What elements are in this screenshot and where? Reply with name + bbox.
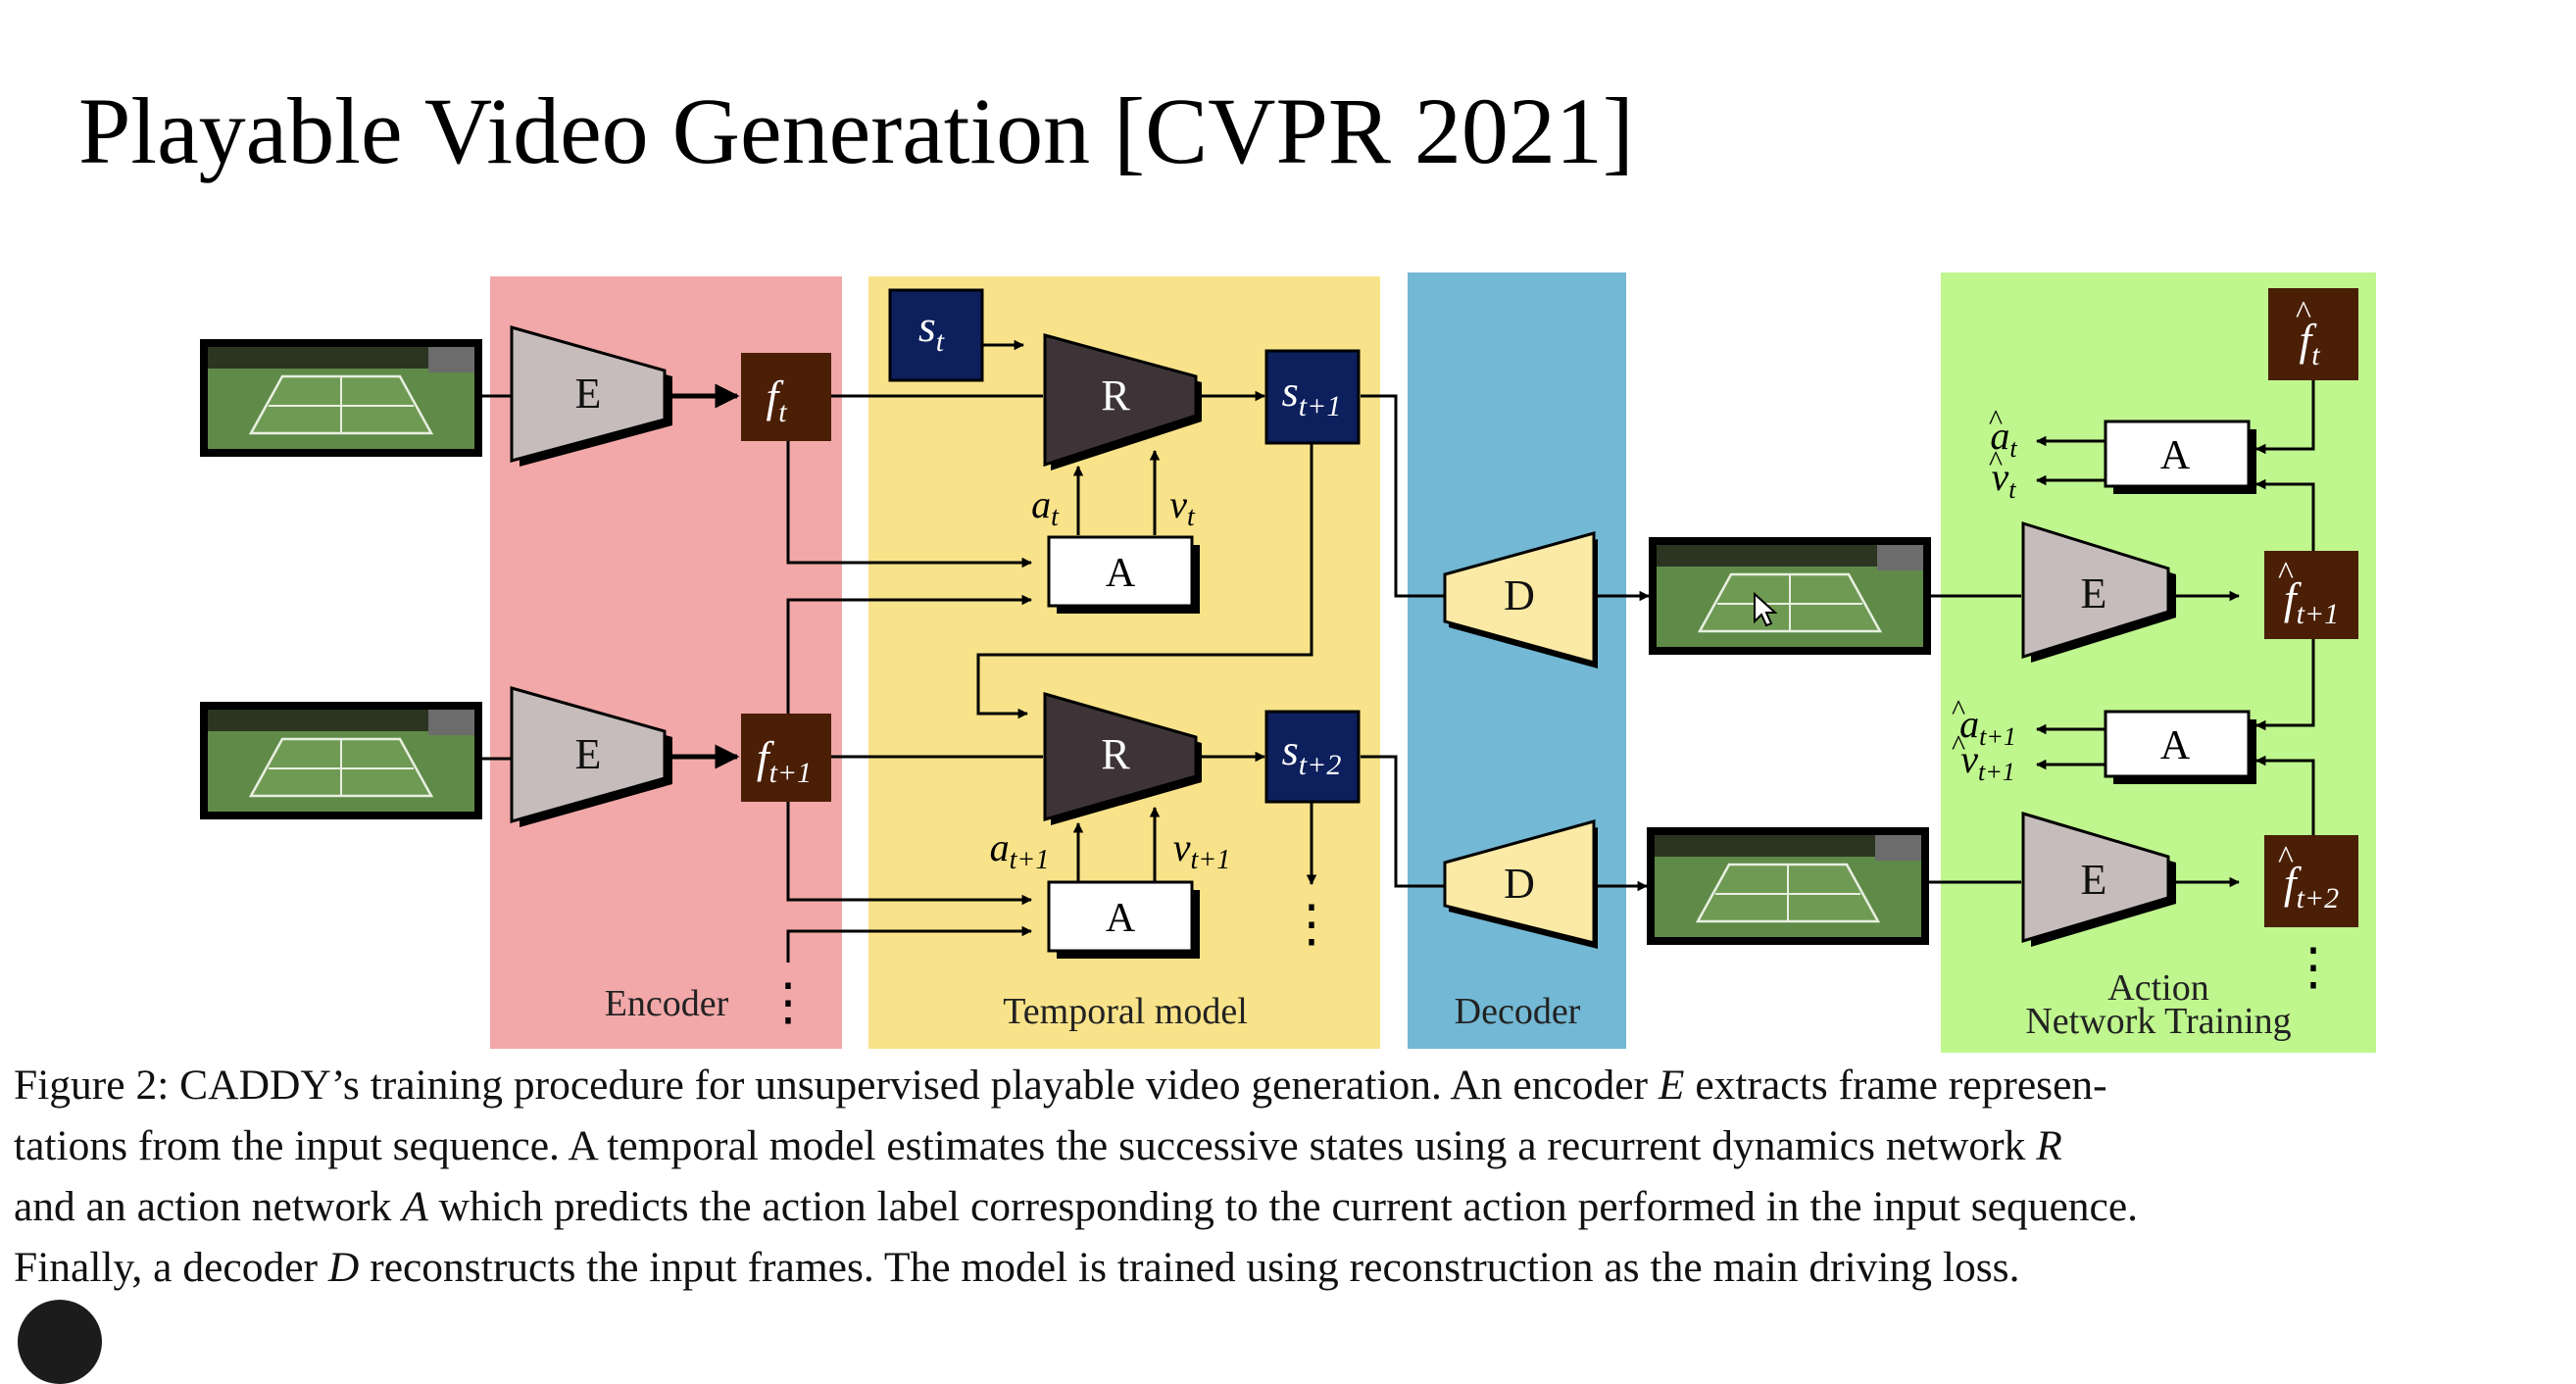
action-label-line2: Network Training	[2025, 1001, 2291, 1042]
svg-text:^: ^	[2278, 840, 2294, 876]
action-training-region	[1941, 272, 2376, 1053]
action-module-1: A	[1047, 535, 1200, 614]
feature-f-t1: ft+1	[741, 714, 831, 802]
figure-caption: Figure 2: CADDY’s training procedure for…	[14, 1055, 2562, 1298]
feature-f-hat-t: ^ ft	[2268, 288, 2358, 380]
feature-f-t: ft	[741, 353, 831, 441]
svg-text:vt+1: vt+1	[1960, 737, 2015, 786]
label-v-hat-t: ^ vt	[1989, 445, 2016, 504]
state-s-t: st	[888, 288, 984, 382]
corner-control-button[interactable]	[18, 1300, 102, 1384]
svg-text:E: E	[575, 730, 602, 778]
svg-text:^: ^	[2278, 556, 2294, 592]
svg-text:at: at	[1990, 414, 2017, 463]
state-s-t1: st+1	[1264, 349, 1361, 445]
action-module-2: A	[1047, 880, 1200, 959]
svg-text:E: E	[2081, 569, 2107, 618]
decoder-label: Decoder	[1455, 991, 1581, 1032]
action-label-line1: Action	[2107, 967, 2208, 1009]
slide-title: Playable Video Generation [CVPR 2021]	[78, 78, 1634, 183]
feature-f-hat-t2: ^ ft+2	[2264, 835, 2358, 927]
svg-text:E: E	[2081, 856, 2107, 904]
svg-text:D: D	[1504, 571, 1535, 619]
label-a-t: at	[1031, 482, 1060, 532]
label-a-t1: at+1	[990, 825, 1050, 875]
svg-text:^: ^	[1989, 404, 2003, 436]
svg-text:st+1: st+1	[1282, 368, 1342, 422]
svg-text:D: D	[1504, 860, 1535, 908]
svg-text:^: ^	[1989, 445, 2003, 477]
svg-text:A: A	[1106, 896, 1136, 941]
reconstructed-frame-t	[1653, 541, 1927, 651]
mouse-pointer-icon	[1754, 592, 1778, 627]
caddy-training-diagram: Encoder Temporal model Decoder Action Ne…	[0, 272, 2376, 1053]
recurrent-module-2: R	[1043, 692, 1202, 825]
caption-line-2: tations from the input sequence. A tempo…	[14, 1122, 2062, 1169]
svg-text:R: R	[1101, 371, 1130, 420]
svg-text:A: A	[1106, 551, 1136, 596]
label-a-hat-t: ^ at	[1989, 404, 2017, 463]
svg-text:E: E	[575, 370, 602, 418]
decoder-module-2: D	[1443, 819, 1598, 949]
continuation-dots-action: ⋮	[2288, 940, 2339, 996]
decoder-module-1: D	[1443, 531, 1598, 668]
encoder-module-2: E	[510, 686, 672, 827]
encoder-module-4: E	[2021, 811, 2176, 947]
svg-text:^: ^	[1952, 694, 1965, 726]
recurrent-module-1: R	[1043, 333, 1202, 470]
svg-text:^: ^	[1952, 729, 1965, 762]
input-frame-t	[204, 343, 478, 453]
continuation-dots-temporal: ⋮	[1286, 897, 1337, 953]
encoder-module-1: E	[510, 325, 672, 467]
svg-text:st+2: st+2	[1282, 726, 1342, 781]
feature-f-hat-t1: ^ ft+1	[2264, 551, 2358, 639]
svg-text:A: A	[2160, 723, 2191, 768]
svg-text:^: ^	[2296, 295, 2311, 331]
svg-text:st: st	[918, 301, 945, 358]
label-a-hat-t1: ^ at+1	[1952, 694, 2016, 751]
label-v-t: vt	[1169, 482, 1196, 532]
label-v-t1: vt+1	[1173, 825, 1230, 875]
svg-text:R: R	[1101, 730, 1130, 778]
action-module-4: A	[2104, 710, 2256, 784]
label-v-hat-t1: ^ vt+1	[1952, 729, 2015, 786]
svg-text:A: A	[2160, 433, 2191, 478]
caption-line-4: Finally, a decoder D reconstructs the in…	[14, 1244, 2020, 1291]
state-s-t2: st+2	[1264, 710, 1361, 804]
continuation-dots-encoder: ⋮	[763, 975, 814, 1031]
reconstructed-frame-t1	[1651, 831, 1925, 941]
temporal-model-label: Temporal model	[1003, 991, 1248, 1032]
encoder-module-3: E	[2021, 520, 2176, 663]
input-frame-t1	[204, 706, 478, 816]
svg-text:at+1: at+1	[1959, 702, 2016, 751]
svg-text:vt: vt	[1992, 455, 2017, 504]
encoder-label: Encoder	[605, 983, 729, 1024]
caption-line-3: and an action network A which predicts t…	[14, 1183, 2139, 1230]
action-module-3: A	[2104, 420, 2256, 494]
svg-text:ft+2: ft+2	[2284, 858, 2339, 914]
caption-line-1: Figure 2: CADDY’s training procedure for…	[14, 1062, 2107, 1109]
